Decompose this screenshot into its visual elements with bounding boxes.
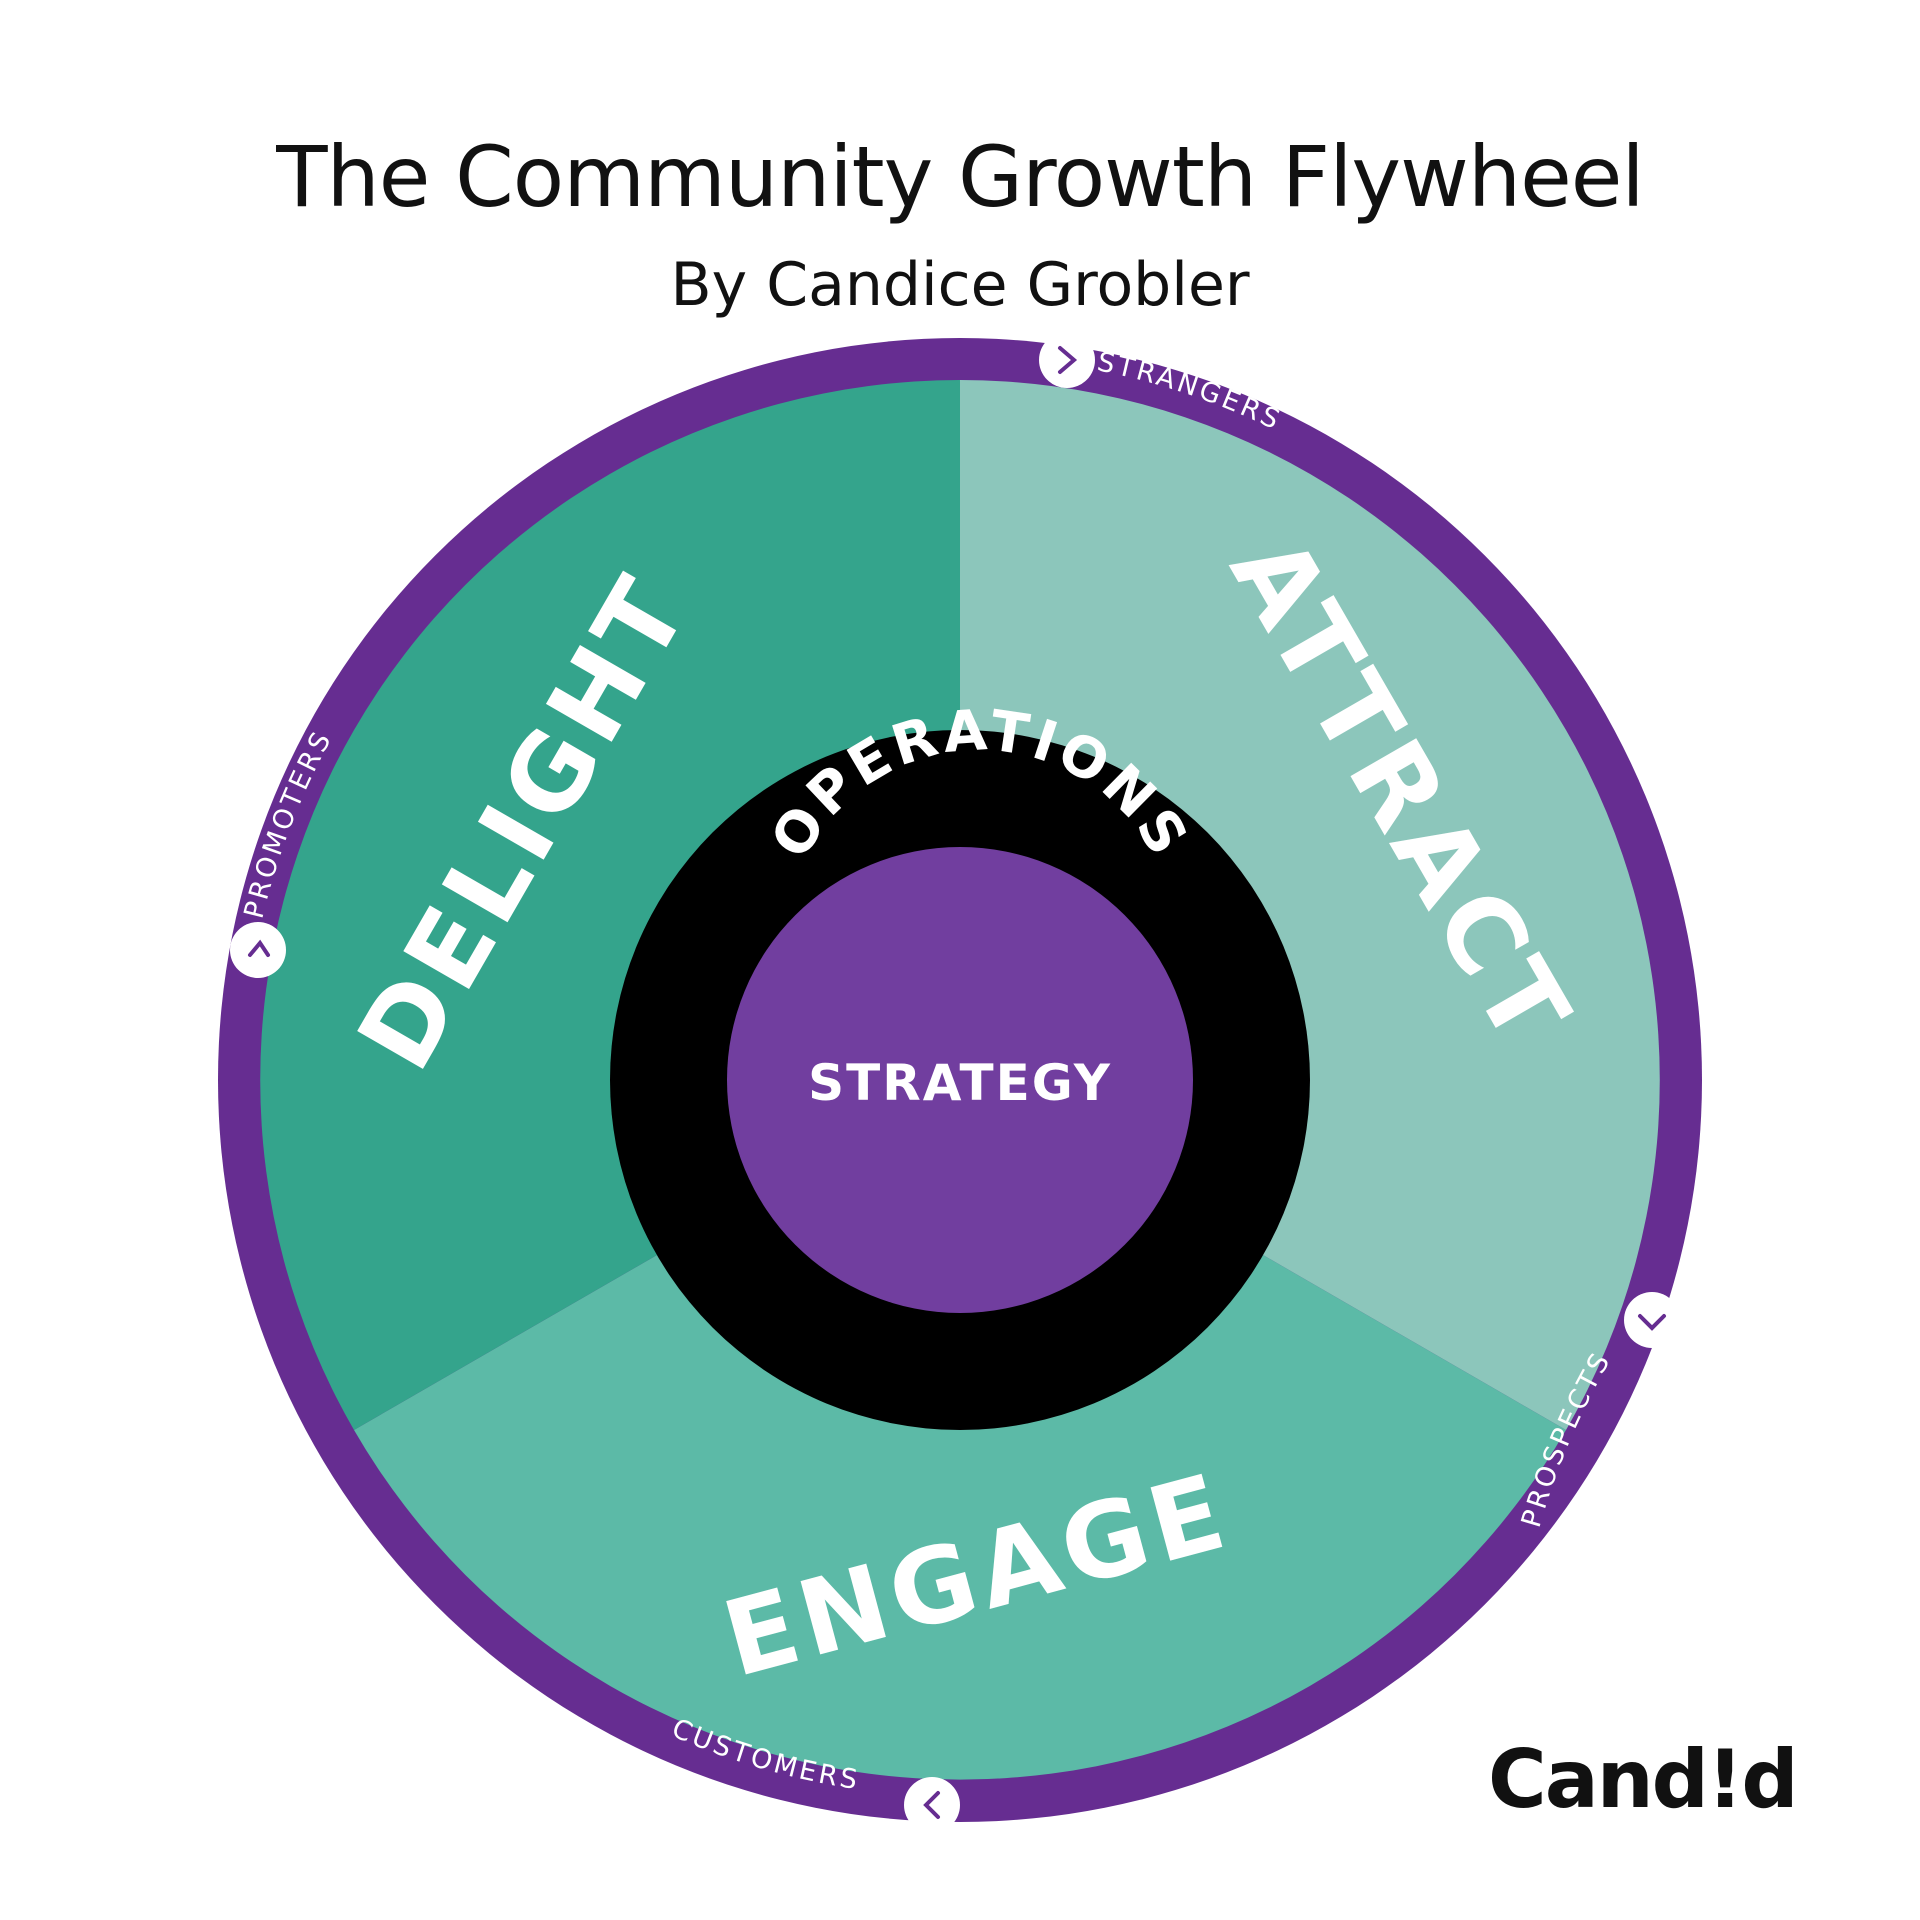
strategy-circle: [727, 847, 1193, 1313]
logo-text: Cand!d: [1488, 1733, 1799, 1826]
candid-logo: Cand!d: [1488, 1730, 1799, 1830]
page-title: The Community Growth Flywheel: [276, 128, 1645, 226]
chevron-icon-customers: [904, 1777, 960, 1833]
chevron-icon-promoters: [230, 922, 286, 978]
page-subtitle: By Candice Grobler: [670, 250, 1250, 320]
chevron-icon-prospects: [1624, 1292, 1680, 1348]
strategy-label: STRATEGY: [808, 1054, 1112, 1112]
chevron-icon-strangers: [1039, 332, 1095, 388]
